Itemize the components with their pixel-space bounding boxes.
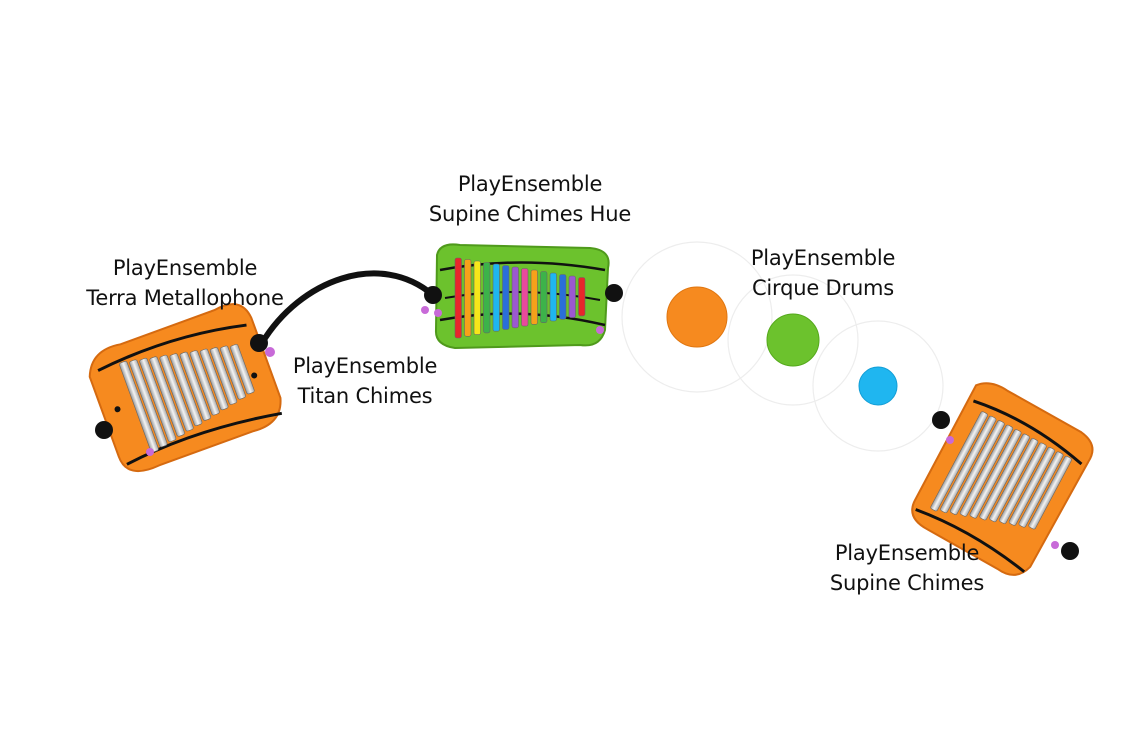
rainbow-chime-bars — [454, 257, 586, 339]
terra-metal-bars — [119, 344, 255, 453]
label-titan-line1: PlayEnsemble — [292, 354, 438, 378]
label-supine-line2: Supine Chimes — [829, 571, 985, 595]
label-supine-chimes-hue: PlayEnsemble Supine Chimes Hue — [405, 169, 655, 229]
drum-green-clearance — [727, 274, 859, 406]
terra-bar — [189, 350, 220, 416]
supine-post-bottom — [1061, 542, 1079, 560]
label-titan-chimes: PlayEnsemble Titan Chimes — [255, 351, 475, 411]
drum-green — [766, 313, 820, 367]
terra-post-right — [250, 334, 268, 352]
supine-chimes-panel — [911, 382, 1094, 576]
supine-foot — [1051, 541, 1059, 549]
hue-bar — [521, 268, 529, 327]
terra-bar — [199, 348, 229, 411]
titan-chimes-arc — [259, 270, 436, 346]
supine-bar — [999, 442, 1047, 524]
supine-bar — [1008, 447, 1055, 526]
hue-foot — [596, 326, 604, 334]
terra-foot — [146, 448, 154, 456]
drum-orange-clearance — [621, 241, 773, 393]
hue-post-left — [424, 286, 442, 304]
supine-bar — [950, 420, 1005, 515]
supine-bar — [979, 433, 1030, 521]
hue-bar — [502, 265, 510, 330]
label-cirque-line2: Cirque Drums — [751, 276, 895, 300]
supine-bar — [989, 438, 1039, 523]
terra-bar — [139, 357, 177, 442]
drum-orange — [666, 286, 728, 348]
terra-bar — [119, 361, 159, 453]
hue-bar — [559, 274, 567, 320]
supine-bar — [1028, 455, 1072, 530]
terra-post-left — [95, 421, 113, 439]
supine-bar — [930, 411, 988, 512]
terra-bar — [230, 344, 255, 395]
terra-bar — [159, 354, 194, 432]
hue-bar — [568, 275, 576, 318]
hue-bar — [511, 266, 519, 329]
label-terra-metallophone: PlayEnsemble Terra Metallophone — [45, 253, 325, 313]
hue-bar — [464, 259, 472, 337]
terra-bar — [129, 359, 168, 448]
hue-bar — [492, 263, 500, 332]
hue-bar — [578, 277, 586, 317]
label-cirque-line1: PlayEnsemble — [750, 246, 896, 270]
drum-blue-clearance — [812, 320, 944, 452]
supine-metal-bars — [930, 411, 1072, 530]
drum-blue — [858, 366, 898, 406]
label-terra-line2: Terra Metallophone — [86, 286, 284, 310]
label-cirque-drums: PlayEnsemble Cirque Drums — [712, 243, 934, 303]
label-hue-line1: PlayEnsemble — [457, 172, 603, 196]
hue-bar — [540, 271, 548, 324]
supine-bar — [969, 429, 1022, 519]
hue-bar — [483, 262, 491, 334]
label-supine-line1: PlayEnsemble — [834, 541, 980, 565]
hue-bar — [454, 257, 462, 339]
terra-bar — [169, 353, 203, 427]
label-supine-chimes: PlayEnsemble Supine Chimes — [800, 538, 1014, 598]
label-terra-line1: PlayEnsemble — [112, 256, 258, 280]
terra-foot — [265, 347, 275, 357]
supine-bar — [1018, 451, 1064, 528]
hue-bar — [473, 260, 481, 335]
supine-bar — [959, 424, 1014, 517]
supine-bar — [940, 415, 997, 514]
supine-post-top — [932, 411, 950, 429]
terra-bar — [220, 345, 246, 400]
hue-bar — [549, 272, 557, 322]
label-titan-line2: Titan Chimes — [297, 384, 433, 408]
supine-chimes-hue-panel — [434, 243, 610, 350]
supine-foot — [946, 436, 954, 444]
hue-bar — [530, 269, 538, 325]
hue-post-right — [605, 284, 623, 302]
terra-metallophone-panel — [88, 303, 283, 473]
label-hue-line2: Supine Chimes Hue — [428, 202, 632, 226]
terra-bar — [149, 356, 185, 437]
terra-bar — [179, 351, 211, 421]
hue-foot — [421, 306, 429, 314]
terra-bar — [209, 347, 238, 405]
hue-foot — [434, 309, 442, 317]
